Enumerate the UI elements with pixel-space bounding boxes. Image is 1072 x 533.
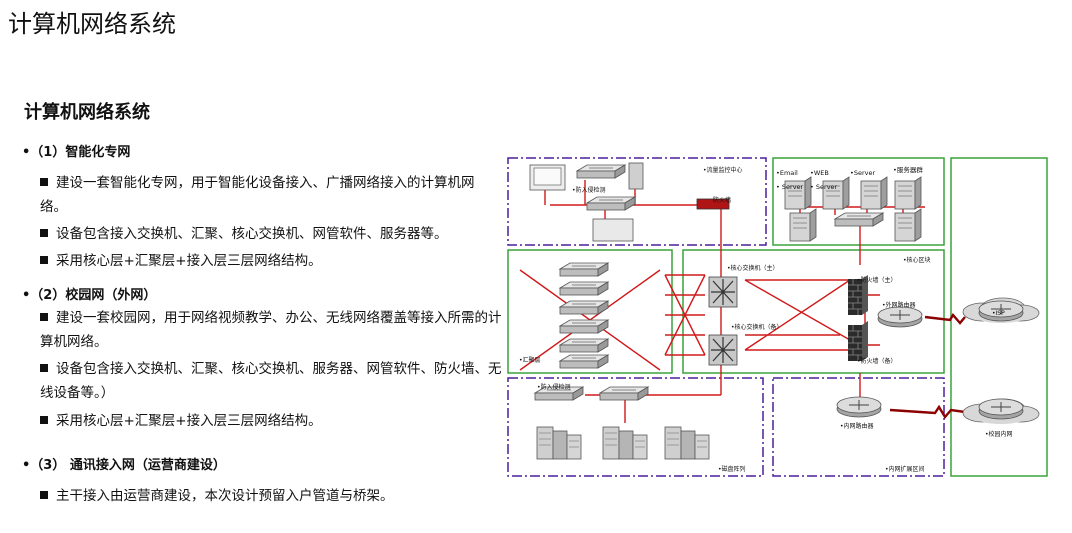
aggregation-switch-icon bbox=[559, 338, 609, 353]
access-switch-icon bbox=[586, 196, 636, 211]
campus-router-icon bbox=[978, 398, 1024, 420]
core-switch-main-icon bbox=[708, 276, 738, 308]
aggregation-switch-icon bbox=[559, 354, 609, 369]
list-item: 建设一套校园网，用于网络视频教学、办公、无线网络覆盖等接入所需的计算机网络。 bbox=[40, 310, 502, 350]
list-item: 建设一套智能化专网，用于智能化设备接入、广播网络接入的计算机网络。 bbox=[40, 175, 475, 215]
intranet-zone-frame bbox=[772, 377, 945, 477]
disk-array-icon bbox=[664, 426, 710, 460]
server-c-label: •Server bbox=[850, 169, 875, 177]
page-title: 计算机网络系统 bbox=[8, 10, 176, 38]
monitor-icon bbox=[592, 218, 634, 242]
access-detect-bottom-label: •防入侵检测 bbox=[537, 383, 571, 391]
server-icon bbox=[789, 208, 817, 242]
internal-router-icon bbox=[836, 396, 882, 418]
list-item: 采用核心层+汇聚层+接入层三层网络结构。 bbox=[40, 249, 322, 273]
firewall-backup-icon bbox=[847, 320, 869, 362]
aggregation-switch-icon bbox=[559, 281, 609, 296]
ids-device-icon bbox=[576, 164, 626, 179]
square-bullet-icon bbox=[40, 491, 48, 499]
list-item: 设备包含接入交换机、汇聚、核心交换机、网管软件、服务器等。 bbox=[40, 222, 448, 246]
storage-switch-icon bbox=[599, 386, 649, 401]
storage-zone-frame bbox=[507, 377, 764, 477]
core-switch-main-label: •核心交换机（主） bbox=[727, 264, 779, 272]
network-topology-diagram: •防入侵检测 •流量监控中心 防火墙 •Email • Server •WEB … bbox=[507, 157, 1048, 477]
intranet-zone-label: •内网扩展区间 bbox=[885, 465, 925, 473]
firewall-backup-label: •防火墙（备） bbox=[857, 357, 897, 365]
server-switch-icon bbox=[834, 212, 884, 227]
aggregation-zone-frame bbox=[507, 249, 673, 374]
list-item: 设备包含接入交换机、汇聚、核心交换机、服务器、网管软件、防火墙、无线设备等。） bbox=[40, 361, 502, 401]
list-item: 主干接入由运营商建设，本次设计预留入户管道与桥架。 bbox=[40, 484, 394, 508]
server-group-icon bbox=[894, 176, 922, 210]
server-a-label: • Server bbox=[776, 183, 804, 191]
pc-tower-icon bbox=[628, 162, 644, 190]
core-block-label: •核心区块 bbox=[903, 256, 931, 264]
firewall-main-label: •防火墙（主） bbox=[857, 276, 897, 284]
section-title: 计算机网络系统 bbox=[24, 102, 150, 123]
external-router-icon bbox=[877, 306, 923, 328]
list-item: 采用核心层+汇聚层+接入层三层网络结构。 bbox=[40, 409, 322, 433]
aggregation-switch-icon bbox=[559, 262, 609, 277]
disk-array-label: •磁盘阵列 bbox=[718, 465, 746, 473]
square-bullet-icon bbox=[40, 364, 48, 372]
group-heading-2: •（2）校园网（外网） bbox=[22, 288, 157, 303]
monitor-zone-frame bbox=[507, 157, 767, 246]
group-heading-1: •（1）智能化专网 bbox=[22, 145, 131, 160]
server-zone-frame bbox=[772, 157, 945, 246]
square-bullet-icon bbox=[40, 313, 48, 321]
email-label: •Email bbox=[776, 169, 798, 177]
firewall-top-label: 防火墙 bbox=[713, 196, 731, 204]
aggregation-label: •汇聚层 bbox=[519, 356, 541, 364]
group-heading-3: •（3） 通讯接入网（运营商建设） bbox=[22, 458, 226, 473]
square-bullet-icon bbox=[40, 178, 48, 186]
square-bullet-icon bbox=[40, 416, 48, 424]
core-switch-backup-icon bbox=[708, 334, 738, 366]
aggregation-switch-icon bbox=[559, 319, 609, 334]
flow-monitor-label: •流量监控中心 bbox=[703, 166, 743, 174]
int-router-label: •内网路由器 bbox=[840, 422, 874, 430]
ext-router-label: •外网路由器 bbox=[882, 301, 916, 309]
disk-array-icon bbox=[536, 426, 582, 460]
square-bullet-icon bbox=[40, 229, 48, 237]
web-label: •WEB bbox=[810, 169, 829, 177]
aggregation-switch-icon bbox=[559, 300, 609, 315]
access-detect-top-label: •防入侵检测 bbox=[572, 186, 606, 194]
isp-label: •ISP bbox=[992, 310, 1005, 317]
square-bullet-icon bbox=[40, 256, 48, 264]
email-server-icon bbox=[784, 176, 812, 210]
server-icon bbox=[894, 208, 922, 242]
firewall-icon bbox=[696, 198, 730, 210]
disk-array-icon bbox=[602, 426, 648, 460]
server-group-label: •服务器群 bbox=[893, 165, 923, 174]
server-b-label: • Server bbox=[810, 183, 838, 191]
web-server-icon bbox=[822, 176, 850, 210]
core-switch-backup-label: •核心交换机（备） bbox=[731, 323, 783, 331]
campus-intranet-label: •校园内网 bbox=[985, 430, 1013, 438]
server-icon bbox=[860, 176, 888, 210]
